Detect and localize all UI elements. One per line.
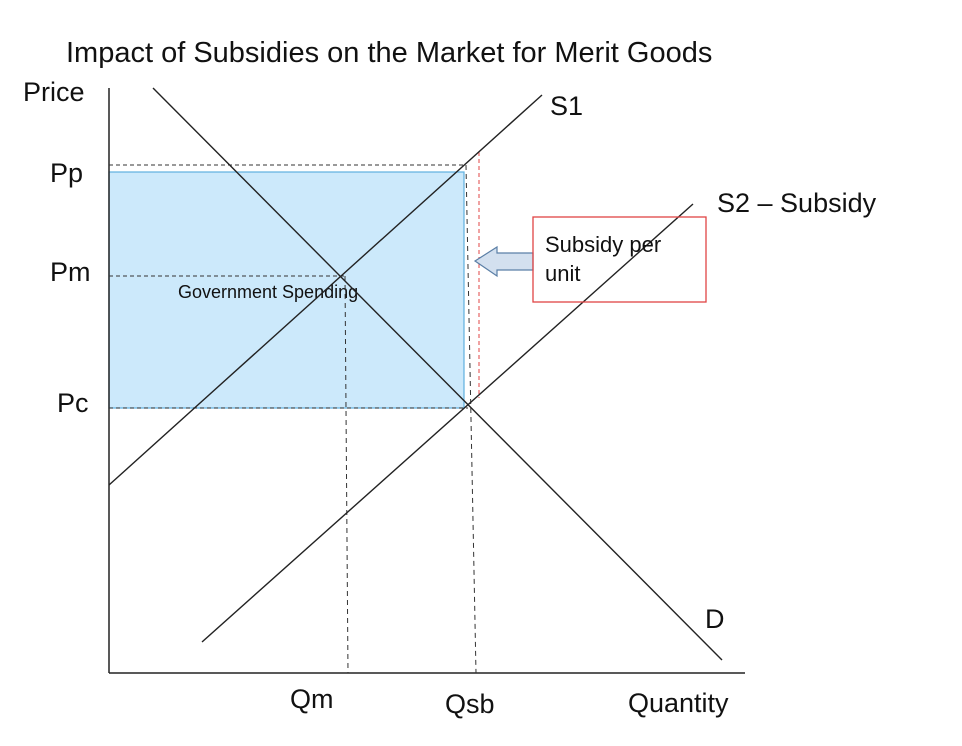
x-axis-label: Quantity bbox=[628, 688, 729, 718]
demand-curve bbox=[152, 87, 723, 661]
qm-label: Qm bbox=[290, 684, 334, 714]
callout-line-1: Subsidy per bbox=[545, 232, 661, 257]
subsidy-callout-box bbox=[532, 216, 707, 303]
callout-left-arrow-icon bbox=[473, 245, 534, 278]
y-axis-label: Price bbox=[23, 77, 85, 107]
government-spending-label: Government Spending bbox=[178, 282, 358, 302]
qsb-label: Qsb bbox=[445, 689, 495, 719]
government-spending-area bbox=[108, 171, 465, 409]
supply-curve-s2 bbox=[201, 203, 694, 643]
demand-label: D bbox=[705, 604, 725, 634]
callout-line-2: unit bbox=[545, 261, 580, 286]
pm-label: Pm bbox=[50, 257, 91, 287]
s1-label: S1 bbox=[550, 91, 583, 121]
s2-label: S2 – Subsidy bbox=[717, 188, 877, 218]
qm-guide-line bbox=[344, 275, 349, 674]
pc-label: Pc bbox=[57, 388, 89, 418]
qsb-guide-line bbox=[465, 164, 477, 674]
pp-label: Pp bbox=[50, 158, 83, 188]
diagram-title: Impact of Subsidies on the Market for Me… bbox=[66, 37, 712, 69]
supply-curve-s1 bbox=[108, 94, 543, 486]
